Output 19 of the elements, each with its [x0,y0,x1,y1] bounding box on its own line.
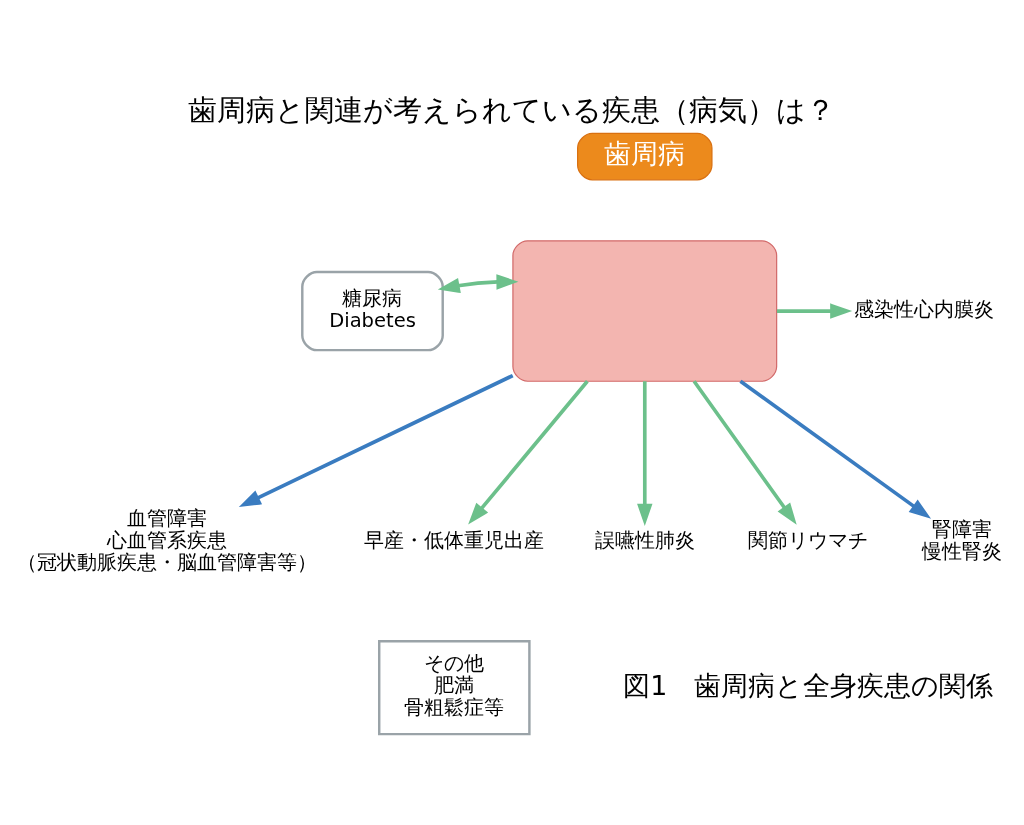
node-box: 歯周病 [577,132,713,180]
node-text: 早産・低体重児出産 [364,528,545,552]
arrow [776,302,853,319]
arrow [739,379,932,519]
node-text: 感染性心内膜炎 [854,297,995,321]
node-box [512,239,778,382]
node-text: 血管障害 心血管系疾患 （冠状動脈疾患・脳血管障害等） [17,506,318,574]
arrow [468,379,589,525]
node-text: 誤嚥性肺炎 [594,528,695,552]
node-box: 糖尿病 Diabetes [301,270,444,351]
node-text: 関節リウマチ [748,528,869,552]
arrow [238,373,514,507]
diagram-title: 歯周病と関連が考えられている疾患（病気）は？ [188,92,836,127]
node-text: 腎障害 慢性腎炎 [922,517,1003,563]
node-box: その他 肥満 骨粗鬆症等 [378,639,531,735]
caption: 図1 歯周病と全身疾患の関係 [623,669,994,701]
arrow [637,380,653,526]
arrow [437,273,519,293]
arrow [692,379,797,525]
